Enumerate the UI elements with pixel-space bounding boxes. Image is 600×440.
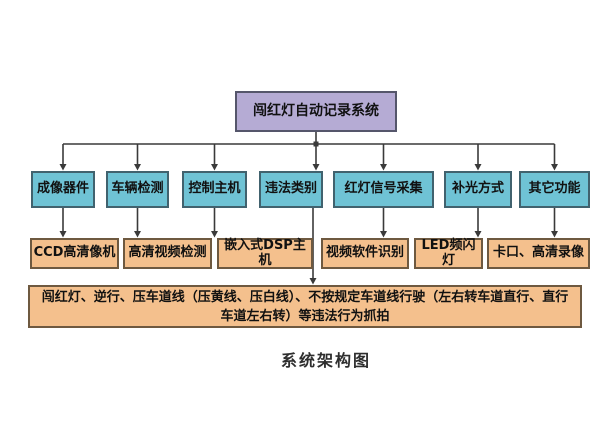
detail-box-hd-video-detection: 高清视频检测 (123, 238, 212, 269)
detail-box-led-strobe-light: LED频闪灯 (414, 238, 483, 269)
violation-capture-note-box: 闯红灯、逆行、压车道线（压黄线、压白线）、不按规定车道线行驶（左右转车道直行、直… (28, 285, 582, 328)
detail-box-embedded-dsp-host: 嵌入式DSP主机 (217, 238, 313, 269)
detail-box-checkpoint-hd-recording: 卡口、高清录像 (487, 238, 590, 269)
category-box-imaging-device: 成像器件 (31, 171, 95, 208)
category-box-vehicle-detection: 车辆检测 (106, 171, 169, 208)
category-box-violation-type: 违法类别 (259, 171, 323, 208)
category-box-fill-light-mode: 补光方式 (444, 171, 512, 208)
category-box-control-host: 控制主机 (182, 171, 247, 208)
category-box-other-functions: 其它功能 (519, 171, 590, 208)
category-box-red-light-signal: 红灯信号采集 (333, 171, 434, 208)
detail-box-ccd-hd-camera: CCD高清像机 (30, 238, 119, 269)
system-title-box: 闯红灯自动记录系统 (235, 91, 397, 132)
detail-box-video-software-recognition: 视频软件识别 (321, 238, 409, 269)
diagram-caption: 系统架构图 (280, 351, 371, 370)
